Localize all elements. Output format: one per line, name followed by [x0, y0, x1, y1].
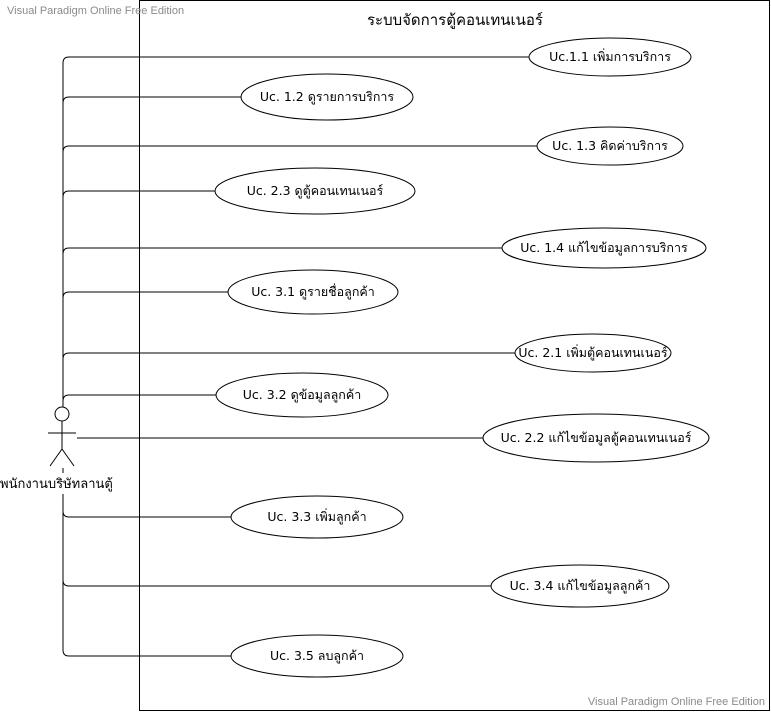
association-line-uc-2-1	[62, 352, 515, 408]
use-case-ellipse-uc-3-3[interactable]	[230, 495, 404, 539]
association-line-uc-3-5	[62, 468, 231, 657]
system-boundary	[139, 0, 770, 711]
watermark-top: Visual Paradigm Online Free Edition	[7, 5, 185, 17]
use-case-ellipse-uc-1-1[interactable]	[528, 37, 692, 77]
association-line-uc-1-2	[62, 96, 241, 408]
actor-head	[54, 406, 70, 422]
use-case-ellipse-uc-2-1[interactable]	[514, 333, 672, 373]
use-case-ellipse-uc-2-3[interactable]	[214, 167, 416, 215]
use-case-ellipses	[214, 37, 710, 678]
use-case-ellipse-uc-1-3[interactable]	[536, 126, 684, 166]
actor-left-leg	[49, 448, 63, 467]
actor-stick-figure	[48, 406, 76, 467]
association-line-uc-1-3	[62, 145, 537, 408]
association-line-uc-1-4	[62, 247, 502, 408]
use-case-ellipse-uc-3-4[interactable]	[490, 564, 670, 608]
use-case-ellipse-uc-1-2[interactable]	[240, 73, 414, 121]
actor-name: พนักงานบริษัทลานตู้	[0, 473, 113, 494]
use-case-ellipse-uc-3-2[interactable]	[215, 372, 389, 418]
use-case-ellipse-uc-3-1[interactable]	[227, 269, 399, 315]
association-line-uc-3-1	[62, 291, 228, 408]
association-line-uc-1-1	[62, 56, 529, 408]
use-case-ellipse-uc-2-2[interactable]	[482, 413, 710, 463]
use-case-ellipse-uc-3-5[interactable]	[230, 634, 404, 678]
association-lines	[62, 56, 537, 657]
watermark-bottom: Visual Paradigm Online Free Edition	[587, 696, 765, 708]
association-line-uc-2-3	[62, 190, 215, 408]
system-title: ระบบจัดการตู้คอนเทนเนอร์	[366, 11, 543, 29]
use-case-ellipse-uc-1-4[interactable]	[501, 227, 707, 269]
association-line-uc-3-2	[62, 394, 216, 408]
actor-right-leg	[61, 448, 75, 467]
